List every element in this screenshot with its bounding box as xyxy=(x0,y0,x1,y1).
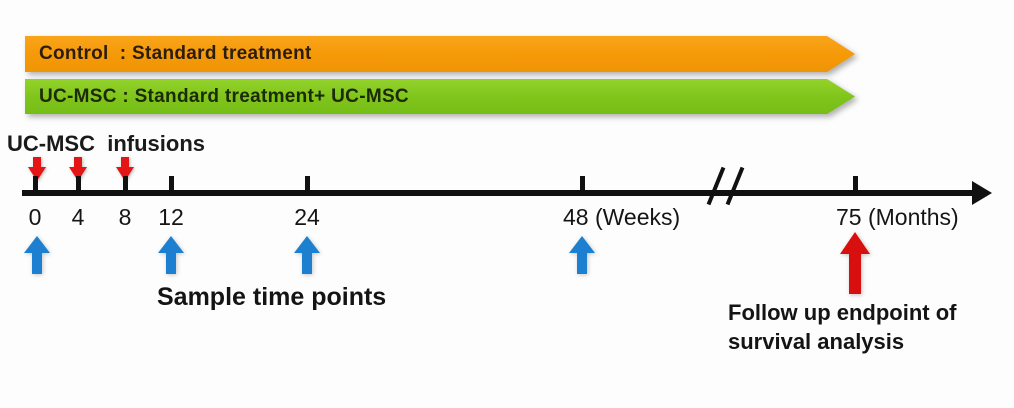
endpoint-caption-line-1: Follow up endpoint of xyxy=(728,300,957,325)
timeline-axis-arrowhead-icon xyxy=(972,181,992,205)
tick-label-8: 8 xyxy=(118,204,132,230)
timeline-axis-line xyxy=(22,190,984,196)
sample-arrow-week-12 xyxy=(158,236,184,274)
tick-label-12: 12 xyxy=(158,204,184,230)
infusion-arrow-stem xyxy=(121,157,129,169)
axis-tick-48 xyxy=(580,176,585,191)
sample-arrow-week-0 xyxy=(24,236,50,274)
sample-arrow-head xyxy=(24,236,50,253)
sample-arrow-head xyxy=(294,236,320,253)
endpoint-caption-line-2: survival analysis xyxy=(728,328,905,354)
sample-arrow-stem xyxy=(302,251,312,274)
tick-label-0: 0 xyxy=(28,204,42,230)
endpoint-arrow-month-75 xyxy=(840,232,870,294)
sample-time-points-caption: Sample time points xyxy=(157,283,387,311)
sample-arrow-week-48 xyxy=(569,236,595,274)
infusion-arrow-head xyxy=(116,167,134,181)
infusion-arrow-week-4 xyxy=(69,157,87,181)
axis-tick-4 xyxy=(76,176,81,191)
infusions-heading: UC-MSC infusions xyxy=(7,131,205,156)
arm-banner-control: Control : Standard treatment xyxy=(25,36,855,72)
arm-banner-control-label: Control : Standard treatment xyxy=(39,43,312,64)
endpoint-arrow-stem xyxy=(849,252,861,294)
arm-banner-ucmsc-label: UC-MSC : Standard treatment+ UC-MSC xyxy=(39,85,409,107)
tick-label-48-weeks: 48 (Weeks) xyxy=(563,204,681,230)
sample-arrow-stem xyxy=(32,251,42,274)
sample-arrow-stem xyxy=(577,251,587,274)
arm-banner-control-shape xyxy=(25,36,855,72)
sample-arrow-stem xyxy=(166,251,176,274)
tick-label-75-months: 75 (Months) xyxy=(836,204,959,230)
arm-banner-ucmsc: UC-MSC : Standard treatment+ UC-MSC xyxy=(25,79,855,114)
infusion-arrow-head xyxy=(69,167,87,181)
sample-arrow-head xyxy=(569,236,595,253)
axis-tick-8 xyxy=(123,176,128,191)
axis-tick-75 xyxy=(853,176,858,191)
tick-label-24: 24 xyxy=(294,204,320,230)
infusion-arrow-week-8 xyxy=(116,157,134,181)
axis-break-slash-2 xyxy=(725,166,745,206)
axis-tick-12 xyxy=(169,176,174,191)
infusion-arrow-week-0 xyxy=(28,157,46,181)
endpoint-caption: Follow up endpoint of survival analysis xyxy=(728,299,957,356)
infusion-arrow-stem xyxy=(74,157,82,169)
axis-break-slash-1 xyxy=(706,166,726,206)
sample-arrow-week-24 xyxy=(294,236,320,274)
endpoint-arrow-head xyxy=(840,232,870,254)
tick-label-4: 4 xyxy=(71,204,85,230)
sample-arrow-head xyxy=(158,236,184,253)
axis-tick-24 xyxy=(305,176,310,191)
axis-tick-0 xyxy=(33,176,38,191)
infusion-arrow-head xyxy=(28,167,46,181)
infusion-arrow-stem xyxy=(33,157,41,169)
arm-banner-ucmsc-shape xyxy=(25,79,855,114)
